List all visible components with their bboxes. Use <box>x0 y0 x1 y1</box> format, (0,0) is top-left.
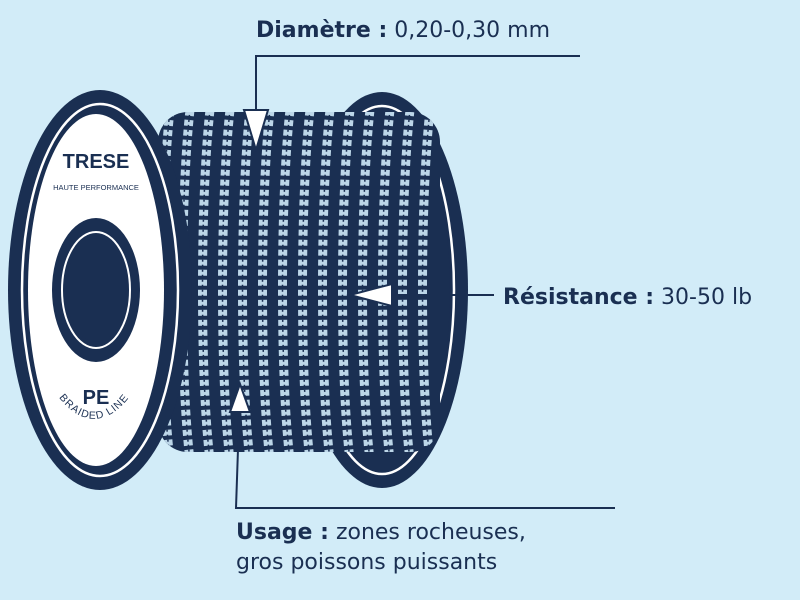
braided-line-body <box>158 112 440 452</box>
braid-strand-detail <box>161 112 171 452</box>
diameter-label: Diamètre : <box>256 18 388 43</box>
braid-strand-detail <box>421 112 431 452</box>
braid-strand-detail <box>221 112 231 452</box>
braid-strand-detail <box>321 112 331 452</box>
diameter-callout: Diamètre : 0,20-0,30 mm <box>256 16 550 46</box>
braid-strand-detail <box>301 112 311 452</box>
usage-arrow-icon <box>228 381 252 413</box>
arrowheads <box>228 109 393 413</box>
resistance-callout: Résistance : 30-50 lb <box>503 283 752 313</box>
braid-strand-detail <box>241 112 251 452</box>
braid-strand-detail <box>181 112 191 452</box>
resistance-arrow-icon <box>346 282 393 308</box>
diameter-arrow-icon <box>242 109 270 154</box>
diameter-value: 0,20-0,30 mm <box>394 18 551 43</box>
material-label: PE <box>83 387 110 409</box>
braid-strand-detail <box>261 112 271 452</box>
braid-strand-detail <box>401 112 411 452</box>
usage-leader <box>234 389 615 509</box>
resistance-value: 30-50 lb <box>661 285 753 310</box>
braid-strand-detail <box>381 112 391 452</box>
brand-label: TRESE <box>63 151 130 173</box>
usage-value: zones rocheuses, <box>335 520 526 545</box>
usage-callout: Usage : zones rocheuses, gros poissons p… <box>236 518 526 578</box>
braid-strand-detail <box>361 112 371 452</box>
braid-strand-detail <box>201 112 211 452</box>
braid-strand-detail <box>341 112 351 452</box>
tagline-label: HAUTE PERFORMANCE <box>53 183 139 192</box>
usage-value-line2: gros poissons puissants <box>236 550 498 575</box>
front-flange: TRESE HAUTE PERFORMANCE PE BRAIDED LINE <box>8 90 192 490</box>
diameter-leader <box>255 55 580 120</box>
braid-strand-detail <box>281 112 291 452</box>
usage-label: Usage : <box>236 520 329 545</box>
resistance-label: Résistance : <box>503 285 655 310</box>
